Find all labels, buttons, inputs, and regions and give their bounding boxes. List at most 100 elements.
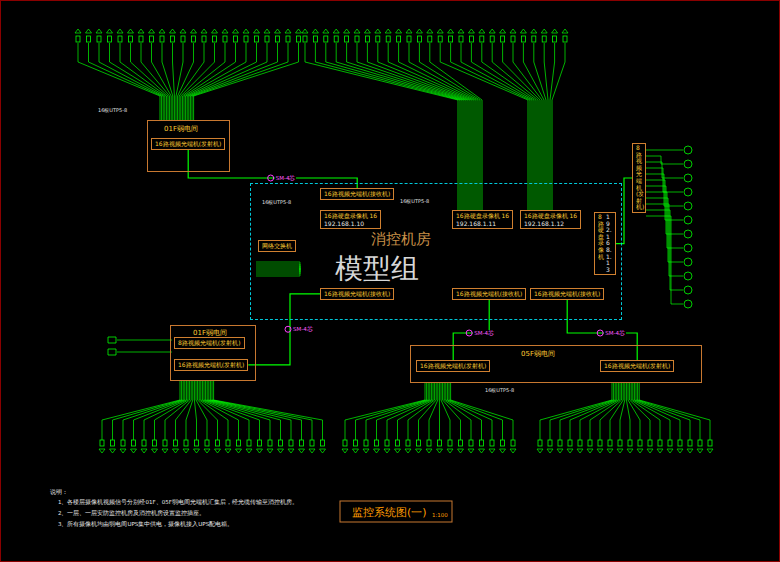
cable — [636, 383, 690, 440]
camera-symbol — [449, 36, 453, 42]
camera-symbol — [557, 449, 563, 453]
equipment-name: 网络交换机 — [262, 242, 292, 250]
cable — [646, 210, 683, 290]
camera-symbol — [141, 449, 147, 453]
cable — [419, 383, 437, 440]
cable — [646, 216, 683, 304]
cable — [89, 43, 162, 120]
camera-symbol — [342, 449, 348, 453]
equipment-box: 16路视频光端机(发射机) — [174, 359, 248, 371]
equipment-box: 16路视频光端机(接收机) — [320, 188, 394, 200]
camera-symbol — [708, 440, 712, 446]
camera-symbol — [111, 440, 115, 446]
cable-tag-symbol — [597, 330, 603, 336]
cable — [117, 352, 172, 353]
cable — [210, 381, 301, 440]
camera-symbol — [657, 449, 663, 453]
equipment-name: 16路硬盘录像机 16 — [324, 212, 377, 220]
camera-symbol — [345, 36, 349, 42]
cable — [550, 383, 614, 440]
camera-symbol — [171, 36, 175, 42]
room-region: 消控机房16路视频光端机(接收机)16路硬盘录像机 16192.168.1.10… — [250, 183, 622, 320]
camera-symbol — [118, 36, 122, 42]
watermark: 模型组 — [335, 250, 419, 288]
cable-tag: 16根UTP5-8 — [98, 107, 127, 113]
camera-symbol — [212, 29, 218, 33]
camera-symbol — [107, 29, 113, 33]
cable — [78, 43, 160, 120]
edge-label: SM-4芯 — [473, 330, 495, 337]
camera-symbol — [386, 36, 390, 42]
camera-symbol — [76, 36, 80, 42]
cable — [408, 383, 435, 440]
camera-symbol — [132, 440, 136, 446]
camera-symbol — [128, 29, 134, 33]
camera-symbol — [568, 440, 572, 446]
camera-symbol — [255, 36, 259, 42]
camera-symbol — [226, 440, 230, 446]
camera-symbol — [688, 440, 692, 446]
dome-camera-symbol — [684, 146, 692, 154]
dome-camera-symbol — [684, 188, 692, 196]
cable — [461, 43, 532, 210]
camera-symbol — [297, 36, 301, 42]
camera-symbol — [264, 29, 270, 33]
cable — [534, 43, 546, 210]
camera-symbol — [469, 36, 473, 42]
camera-symbol — [617, 449, 623, 453]
equipment-name: 8路视频光端机(发射机) — [178, 339, 241, 347]
camera-symbol — [618, 440, 622, 446]
equipment-name: 16路视频光端机(发射机) — [420, 362, 486, 370]
camera-symbol — [628, 440, 632, 446]
camera-symbol — [139, 36, 143, 42]
cable — [580, 383, 618, 440]
cable — [646, 162, 683, 178]
dome-camera-symbol — [684, 202, 692, 210]
cable — [471, 43, 534, 210]
cable — [388, 43, 474, 210]
camera-symbol — [395, 449, 401, 453]
camera-symbol — [296, 29, 302, 33]
cable — [194, 43, 299, 120]
camera-symbol — [131, 449, 137, 453]
camera-symbol — [142, 440, 146, 446]
cable — [141, 43, 170, 120]
cable — [176, 381, 192, 440]
cable — [186, 381, 193, 440]
camera-symbol — [627, 449, 633, 453]
cable — [430, 43, 482, 210]
camera-symbol — [195, 440, 199, 446]
camera-symbol — [563, 36, 567, 42]
camera-symbol — [468, 29, 474, 33]
camera-symbol — [438, 440, 442, 446]
cable — [347, 43, 466, 210]
ip-address: 192.168.1.12 — [524, 220, 577, 228]
cable — [646, 156, 683, 164]
cable — [131, 43, 169, 120]
camera-symbol — [428, 36, 432, 42]
camera-symbol — [541, 29, 547, 33]
camera-symbol — [553, 36, 557, 42]
equipment-box: 8路视频光端机(发射机) — [632, 143, 646, 213]
camera-symbol — [234, 36, 238, 42]
cable — [560, 383, 615, 440]
diagram-title: 监控系统图(一) — [352, 505, 427, 520]
camera-symbol — [303, 36, 307, 42]
camera-symbol — [300, 440, 304, 446]
camera-symbol — [698, 440, 702, 446]
camera-symbol — [364, 29, 370, 33]
camera-symbol — [183, 449, 189, 453]
camera-symbol — [353, 449, 359, 453]
camera-symbol — [458, 449, 464, 453]
camera-symbol — [108, 337, 116, 343]
cable — [610, 383, 623, 440]
camera-symbol — [480, 440, 484, 446]
cable — [256, 268, 300, 270]
camera-symbol — [427, 440, 431, 446]
room-box: 01F弱电间16路视频光端机(发射机) — [147, 120, 230, 172]
fiber-connector — [567, 300, 637, 361]
cable — [513, 43, 542, 210]
dome-camera-symbol — [684, 230, 692, 238]
camera-symbol — [416, 29, 422, 33]
